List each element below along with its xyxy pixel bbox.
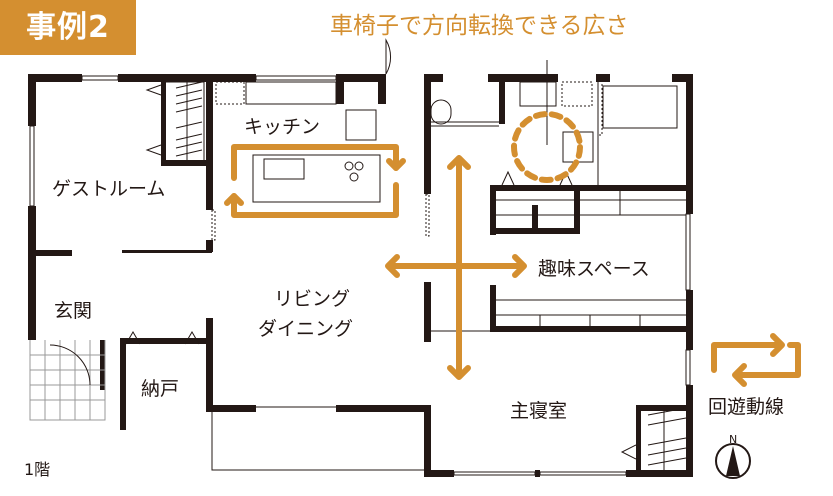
room-storage: 納戸: [141, 378, 180, 400]
horizontal-arrow: [385, 254, 527, 278]
compass-icon: N: [715, 433, 751, 479]
legend-label: 回遊動線: [708, 396, 785, 418]
room-guest: ゲストルーム: [52, 178, 166, 200]
room-kitchen: キッチン: [244, 116, 321, 138]
fixtures: [29, 38, 691, 476]
room-entrance: 玄関: [54, 300, 93, 322]
room-hobby: 趣味スペース: [538, 258, 650, 280]
floor-label: 1階: [24, 460, 51, 479]
turning-circle: [511, 111, 583, 183]
room-master-bedroom: 主寝室: [510, 400, 568, 422]
legend-loop-icon: [711, 333, 801, 387]
kitchen-loop: [231, 144, 399, 218]
room-living-2: ダイニング: [258, 318, 354, 340]
circulation-arrows: [224, 111, 801, 387]
compass-label: N: [729, 433, 737, 446]
case-badge: 事例2: [0, 0, 136, 55]
room-living-1: リビング: [274, 288, 351, 310]
headline: 車椅子で方向転換できる広さ: [330, 13, 629, 39]
